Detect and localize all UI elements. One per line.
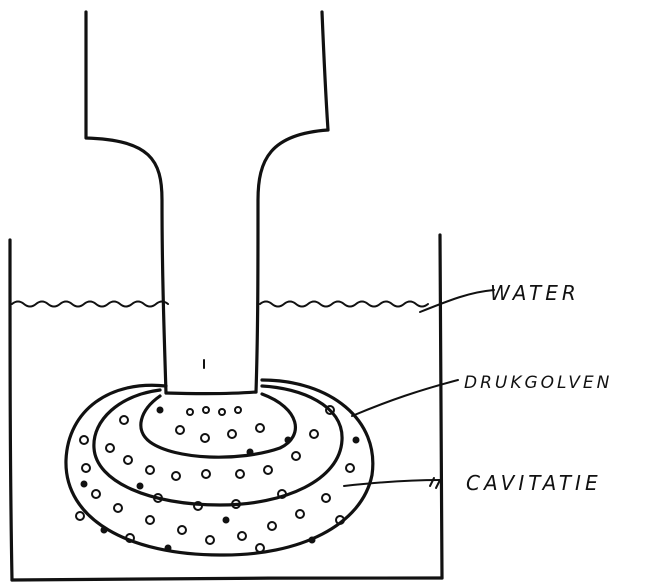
probe-tip [166,392,256,394]
probe-horn [86,12,166,393]
pressure-wave-middle [94,386,342,505]
label-water: WATER [490,281,580,305]
label-cavitation: CAVITATIE [466,471,602,495]
pressure-wave-inner [141,394,296,457]
label-pressure-waves: DRUKGOLVEN [464,373,612,393]
probe-horn-right [256,12,328,392]
water-surface-right [260,302,428,307]
beaker-bottom [12,578,442,580]
beaker-wall-left [10,240,12,580]
cavitation-bubbles [76,406,354,552]
water-leader [420,290,494,312]
water-surface-left [12,302,168,307]
cavitation-leader [344,480,440,486]
beaker-wall-right [440,235,442,578]
